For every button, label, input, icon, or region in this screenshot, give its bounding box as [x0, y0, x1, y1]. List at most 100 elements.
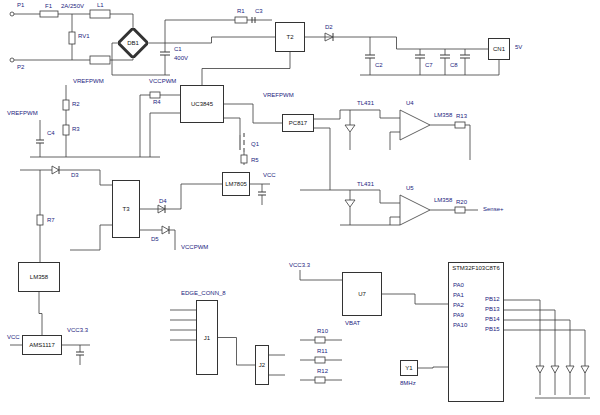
resistor-symbol	[63, 100, 69, 110]
part-name: STM32F103C8T6	[452, 265, 500, 271]
part-name: CN1	[493, 46, 505, 52]
wire-line	[218, 338, 255, 366]
varistor-symbol	[69, 32, 75, 44]
part-name: LM358	[30, 274, 48, 280]
opamp-ic: LM358	[18, 262, 60, 292]
schematic-label: R7	[46, 217, 56, 223]
resistor-symbol	[315, 337, 325, 343]
terminal-symbol	[10, 12, 14, 16]
schematic-label: TL431	[356, 181, 375, 187]
schematic-label: C8	[449, 62, 459, 68]
schematic-label: L1	[96, 2, 105, 8]
resistor-symbol	[315, 357, 325, 363]
wire-line	[305, 37, 488, 49]
schematic-label: PB15	[484, 326, 501, 332]
schematic-label: Sense+	[482, 206, 505, 212]
schematic-label: D5	[150, 236, 160, 242]
fuse-symbol	[40, 11, 58, 17]
part-name: DB1	[127, 40, 139, 46]
schematic-label: PA10	[452, 322, 468, 328]
wire-connector	[39, 292, 42, 335]
resistor-symbol	[235, 17, 247, 23]
schematic-label: 5V	[514, 44, 523, 50]
schematic-label: PB13	[484, 306, 501, 312]
schematic-label: PB14	[484, 316, 501, 322]
led-symbol	[566, 366, 574, 373]
wire-connector	[202, 52, 290, 85]
schematic-label: RV1	[77, 33, 91, 39]
schematic-label: PA9	[452, 312, 465, 318]
part-name: PC817	[289, 120, 307, 126]
schematic-label: PB12	[484, 296, 501, 302]
wire-connector	[305, 37, 488, 49]
schematic-label: PA1	[452, 292, 465, 298]
schematic-label: U5	[405, 185, 415, 191]
schematic-label: C4	[46, 130, 56, 136]
schematic-label: C7	[424, 62, 434, 68]
diode-symbol	[162, 226, 169, 234]
wire-connector	[140, 184, 222, 209]
opamp-symbol	[400, 110, 430, 140]
part-name: U7	[358, 291, 366, 297]
schematic-label: TL431	[356, 100, 375, 106]
schematic-label: VREFPWM	[72, 78, 105, 84]
schematic-label: R3	[71, 126, 81, 132]
opamp-symbol	[400, 195, 430, 225]
schematic-label: 2A/250V	[60, 3, 85, 9]
schematic-label: F1	[44, 3, 53, 9]
schematic-label: R11	[316, 348, 329, 354]
wire-line	[148, 37, 275, 43]
choke-symbol	[90, 10, 110, 18]
schematic-label: Q1	[250, 141, 260, 147]
schematic-label: R12	[316, 368, 329, 374]
schematic-label: PA0	[452, 282, 465, 288]
wire-connector	[224, 104, 282, 123]
optocoupler: PC817	[282, 114, 314, 132]
wire-line	[418, 367, 448, 368]
schematic-label: P2	[16, 64, 25, 70]
schematic-label: C1	[173, 46, 183, 52]
schematic-label: VCC3.3	[66, 327, 89, 333]
schematic-label: C3	[254, 8, 264, 14]
wire-line	[202, 52, 290, 85]
terminal-symbol	[10, 58, 14, 62]
schematic-label: VCCPWM	[148, 78, 177, 84]
part-name: AMS1117	[29, 342, 54, 348]
led-symbol	[536, 366, 544, 373]
schematic-label: U4	[405, 100, 415, 106]
schematic-label: VCC	[262, 172, 277, 178]
wire-line	[140, 184, 222, 209]
wire-line	[39, 292, 42, 335]
resistor-symbol	[241, 155, 247, 163]
resistor-symbol	[150, 92, 160, 98]
tl431-symbol	[345, 200, 355, 207]
crystal: Y1	[400, 360, 418, 376]
part-name: T3	[122, 206, 129, 212]
part-name: J2	[259, 362, 265, 368]
schematic-label: VCC	[6, 334, 21, 340]
schematic-label: VCC3.3	[288, 262, 311, 268]
part-name: LM7805	[225, 181, 247, 187]
wire-line	[224, 104, 282, 123]
led-symbol	[581, 366, 589, 373]
wire-connector	[418, 367, 448, 368]
part-name: T2	[286, 34, 293, 40]
bridge-rectifier: DB1	[118, 28, 148, 58]
header-connector: J2	[255, 345, 269, 385]
edge-connector: J1	[196, 300, 218, 375]
schematic-label: LM358	[433, 197, 453, 203]
schematic-label: R2	[71, 101, 81, 107]
rtc-ic: U7	[342, 272, 382, 316]
schematic-label: D3	[70, 172, 80, 178]
schematic-label: R20	[455, 199, 468, 205]
ldo-regulator: AMS1117	[22, 335, 62, 355]
schematic-label: R13	[455, 113, 468, 119]
wire-connector	[218, 338, 255, 366]
schematic-label: LM358	[433, 112, 453, 118]
schematic-label: P1	[16, 2, 25, 8]
schematic-label: PA2	[452, 302, 465, 308]
schematic-label: R5	[250, 157, 260, 163]
wire-connector	[148, 37, 275, 43]
